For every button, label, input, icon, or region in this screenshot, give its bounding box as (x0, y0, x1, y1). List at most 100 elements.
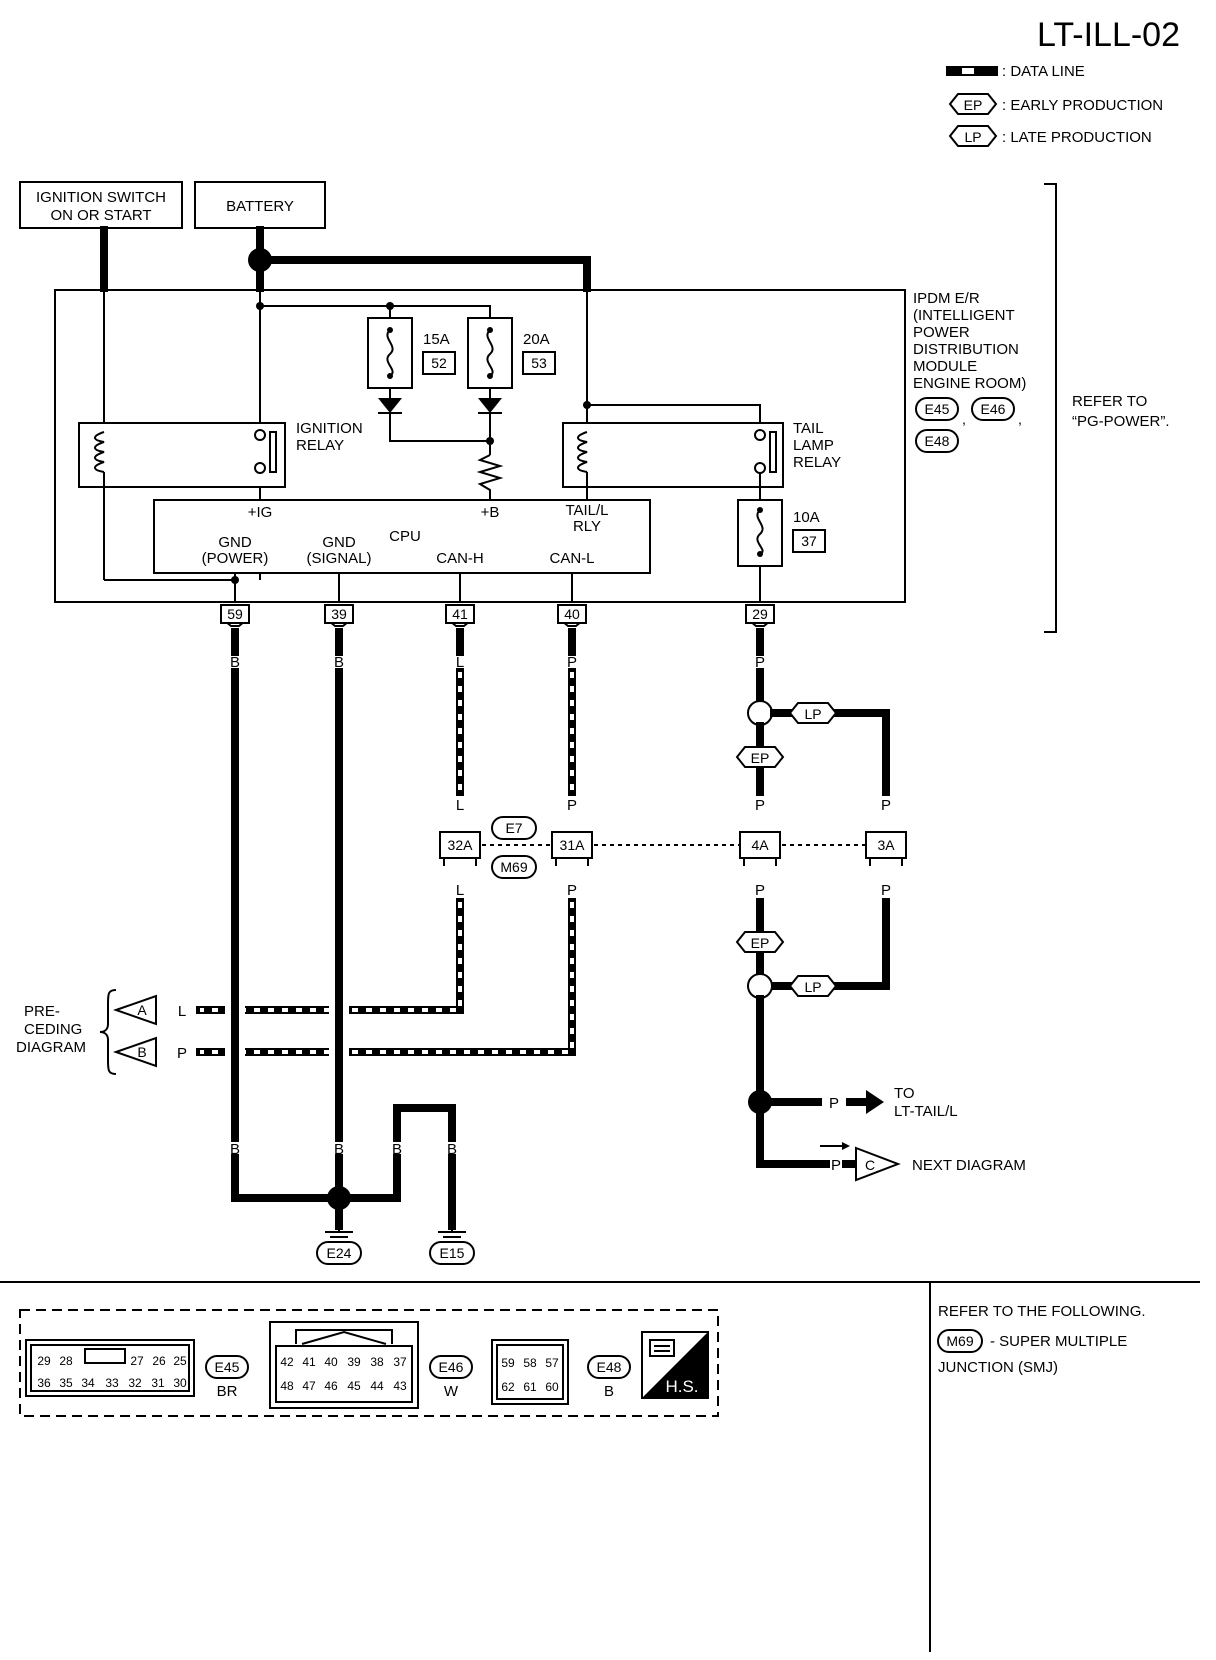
svg-text:EP: EP (751, 750, 770, 766)
wire-color-31a-top: P (567, 797, 577, 814)
wire-color-3a-bottom: P (881, 882, 891, 899)
wire-color-59-lower: B (230, 1141, 240, 1158)
notes-line-2: - SUPER MULTIPLE (990, 1333, 1127, 1350)
cpu-gnd-power-1: GND (218, 534, 252, 551)
svg-text:BR: BR (217, 1383, 238, 1400)
svg-text:25: 25 (173, 1354, 187, 1368)
wire-color-41: L (456, 654, 464, 671)
svg-text:32A: 32A (448, 837, 474, 853)
svg-text:B: B (604, 1383, 614, 1400)
cpu-title: CPU (389, 528, 421, 545)
cpu-b: +B (481, 504, 500, 521)
svg-text:38: 38 (370, 1355, 384, 1369)
joint-connector-m69: M69 (491, 855, 537, 879)
svg-text:35: 35 (59, 1376, 73, 1390)
svg-text:E46: E46 (981, 401, 1006, 417)
svg-text:57: 57 (545, 1356, 559, 1370)
joint-terminal-3a: 3A (865, 831, 907, 866)
svg-text:DIAGRAM: DIAGRAM (16, 1039, 86, 1056)
ignition-switch-label-1: IGNITION SWITCH (36, 189, 166, 206)
terminal-29: 29 (745, 604, 775, 627)
next-diagram-label: NEXT DIAGRAM (912, 1157, 1026, 1174)
ground-splice (327, 1186, 351, 1210)
wire-color-a: L (178, 1003, 186, 1020)
lp-tag-top: LP (788, 702, 838, 724)
svg-text:40: 40 (324, 1355, 338, 1369)
svg-text:E48: E48 (925, 433, 950, 449)
notes-m69-tag: M69 (937, 1329, 983, 1353)
connector-e45: 29 28 27 26 25 36 35 34 33 32 31 30 E45 … (25, 1339, 249, 1400)
notes-line-3: JUNCTION (SMJ) (938, 1359, 1058, 1376)
svg-text:37: 37 (393, 1355, 407, 1369)
joint-terminal-31a: 31A (551, 831, 593, 866)
to-arrow (866, 1090, 884, 1114)
wire-color-to-tail: P (829, 1095, 839, 1112)
ipdm-connectors: E45 , E46 , E48 (915, 397, 1022, 453)
cpu-tail-rly-1: TAIL/L (565, 502, 608, 519)
svg-text:20A: 20A (523, 331, 550, 348)
svg-text:LP: LP (804, 979, 821, 995)
ground-e15: E15 (429, 1226, 475, 1265)
wire-color-59: B (230, 654, 240, 671)
svg-text:4A: 4A (751, 837, 769, 853)
svg-text:E7: E7 (505, 820, 522, 836)
svg-text:39: 39 (347, 1355, 361, 1369)
svg-text:3A: 3A (877, 837, 895, 853)
svg-text:,: , (1018, 411, 1022, 427)
fuse-15a-number: 52 (431, 355, 447, 371)
cpu-gnd-signal-1: GND (322, 534, 356, 551)
svg-text:59: 59 (227, 606, 243, 622)
legend-data-line: : DATA LINE (1002, 63, 1085, 80)
wire-color-32a-top: L (456, 797, 464, 814)
cpu-can-l: CAN-L (549, 550, 594, 567)
svg-text:34: 34 (81, 1376, 95, 1390)
svg-text:E45: E45 (215, 1359, 240, 1375)
svg-text:EP: EP (751, 935, 770, 951)
tail-lamp-relay-coil (577, 431, 588, 473)
svg-text:POWER: POWER (913, 324, 970, 341)
svg-text:40: 40 (564, 606, 580, 622)
connector-views-frame (19, 1309, 719, 1417)
legend-lp-tag: LP (964, 129, 981, 145)
svg-text:E24: E24 (327, 1245, 352, 1261)
svg-text:LP: LP (804, 706, 821, 722)
svg-text:M69: M69 (500, 859, 527, 875)
wire-color-e15-right: B (447, 1141, 457, 1158)
terminal-41: 41 (445, 604, 475, 627)
svg-text:CEDING: CEDING (24, 1021, 82, 1038)
cpu-ig: +IG (248, 504, 273, 521)
svg-text:31A: 31A (560, 837, 586, 853)
terminal-40: 40 (557, 604, 587, 627)
svg-text:48: 48 (280, 1379, 294, 1393)
svg-text:RELAY: RELAY (793, 454, 841, 471)
svg-text:E15: E15 (440, 1245, 465, 1261)
legend: : DATA LINE EP : EARLY PRODUCTION LP : L… (946, 63, 1163, 147)
svg-text:C: C (865, 1157, 875, 1173)
svg-text:(INTELLIGENT: (INTELLIGENT (913, 307, 1015, 324)
lp-open-splice-top (747, 700, 773, 726)
svg-text:45: 45 (347, 1379, 361, 1393)
preceding-marker-a: A (112, 994, 157, 1026)
next-diagram-marker (855, 1146, 901, 1182)
ignition-switch-label-2: ON OR START (50, 207, 151, 224)
ep-tag-bottom: EP (735, 931, 785, 953)
to-label-1: TO (894, 1085, 915, 1102)
svg-text:MODULE: MODULE (913, 358, 977, 375)
svg-text:44: 44 (370, 1379, 384, 1393)
wire-color-29: P (755, 654, 765, 671)
svg-text:30: 30 (173, 1376, 187, 1390)
wire-color-e15-left: B (392, 1141, 402, 1158)
wire-color-39: B (334, 654, 344, 671)
ignition-relay-label-1: IGNITION (296, 420, 363, 437)
notes-line-1: REFER TO THE FOLLOWING. (938, 1303, 1146, 1320)
svg-text:29: 29 (752, 606, 768, 622)
to-label-2: LT-TAIL/L (894, 1103, 958, 1120)
lp-tag-bottom: LP (788, 975, 838, 997)
cpu-gnd-signal-2: (SIGNAL) (306, 550, 371, 567)
wire-color-39-lower: B (334, 1141, 344, 1158)
svg-text:42: 42 (280, 1355, 294, 1369)
svg-text:IPDM E/R: IPDM E/R (913, 290, 980, 307)
svg-text:36: 36 (37, 1376, 51, 1390)
svg-text:W: W (444, 1383, 459, 1400)
cpu-gnd-power-2: (POWER) (202, 550, 269, 567)
